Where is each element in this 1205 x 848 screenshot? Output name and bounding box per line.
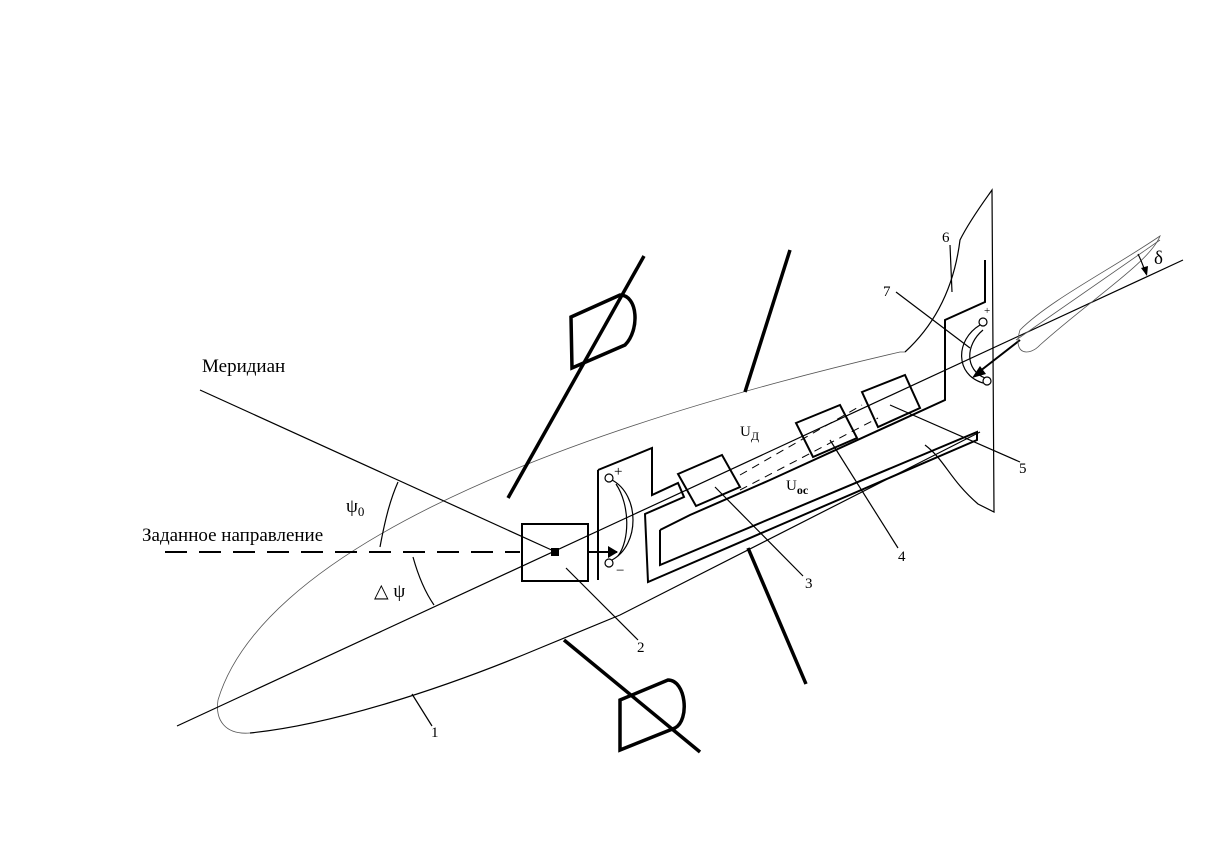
psi0-label: ψ0 bbox=[346, 496, 364, 519]
psi0-arc bbox=[379, 481, 399, 548]
upper-wing bbox=[506, 255, 646, 499]
uoc-label: Uос bbox=[786, 478, 809, 497]
uoc-signal-line bbox=[739, 417, 879, 491]
uoc-subscript: ос bbox=[797, 483, 809, 497]
potentiometer-slider bbox=[615, 483, 628, 557]
callout-5: 5 bbox=[1019, 461, 1027, 477]
rudder-plus-sign: + bbox=[984, 305, 990, 317]
feedback-wire bbox=[659, 260, 986, 531]
control-circuit-frame bbox=[597, 430, 978, 584]
upper-wing-rear bbox=[743, 249, 792, 393]
delta-psi-arc bbox=[412, 556, 435, 606]
set-direction-label: Заданное направление bbox=[142, 525, 323, 546]
rudder-pot-arc bbox=[961, 324, 984, 384]
leader-2 bbox=[565, 567, 639, 641]
delta-psi-label: △ ψ bbox=[374, 581, 405, 602]
block-5-servo bbox=[860, 373, 922, 429]
ud-label: UД bbox=[740, 424, 759, 443]
ud-subscript: Д bbox=[751, 429, 759, 443]
rudder-pot-top bbox=[978, 317, 988, 327]
meridian-label: Меридиан bbox=[202, 356, 285, 377]
fuselage-outline bbox=[217, 351, 905, 701]
lower-engine-pod bbox=[618, 678, 686, 753]
rudder-drive-arrowhead bbox=[972, 366, 986, 378]
callout-1: 1 bbox=[431, 725, 439, 741]
psi0-symbol: ψ bbox=[346, 496, 358, 517]
block-2-arrowhead bbox=[608, 546, 618, 558]
meridian-line bbox=[199, 389, 557, 553]
psi0-subscript: 0 bbox=[358, 504, 365, 519]
block-3-amplifier bbox=[676, 453, 742, 508]
upper-engine-pod bbox=[569, 293, 637, 371]
callout-3: 3 bbox=[805, 576, 813, 592]
rudder-surface bbox=[1017, 234, 1161, 353]
ud-signal-line bbox=[739, 404, 863, 476]
potentiometer-plus-terminal bbox=[604, 473, 614, 483]
callout-6: 6 bbox=[942, 230, 950, 246]
leader-7 bbox=[895, 291, 971, 349]
leader-4 bbox=[829, 439, 899, 549]
aircraft-axis bbox=[176, 259, 1184, 727]
rudder-chord-line bbox=[1015, 239, 1161, 341]
potentiometer-minus-terminal bbox=[604, 558, 614, 568]
uoc-symbol: U bbox=[786, 478, 797, 494]
delta-arrowhead bbox=[1141, 266, 1148, 276]
fuselage-bottom bbox=[249, 431, 981, 734]
delta-label: δ bbox=[1154, 248, 1163, 269]
rudder-pot-bottom bbox=[982, 376, 992, 386]
plus-sign: + bbox=[614, 464, 622, 480]
callout-4: 4 bbox=[898, 549, 906, 565]
callout-2: 2 bbox=[637, 640, 645, 656]
block-4-amplifier bbox=[794, 403, 859, 459]
fuselage-nose bbox=[217, 699, 251, 734]
rudder-drive-arrow bbox=[974, 339, 1021, 376]
leader-3 bbox=[714, 486, 804, 577]
block-2-center-dot bbox=[551, 548, 559, 556]
ud-symbol: U bbox=[740, 424, 751, 440]
lower-wing bbox=[746, 547, 808, 685]
leader-6 bbox=[949, 244, 953, 293]
leader-5 bbox=[889, 404, 1021, 463]
callout-7: 7 bbox=[883, 284, 891, 300]
tail-fin bbox=[904, 188, 995, 513]
minus-sign: − bbox=[616, 563, 624, 579]
leader-1 bbox=[411, 693, 433, 727]
